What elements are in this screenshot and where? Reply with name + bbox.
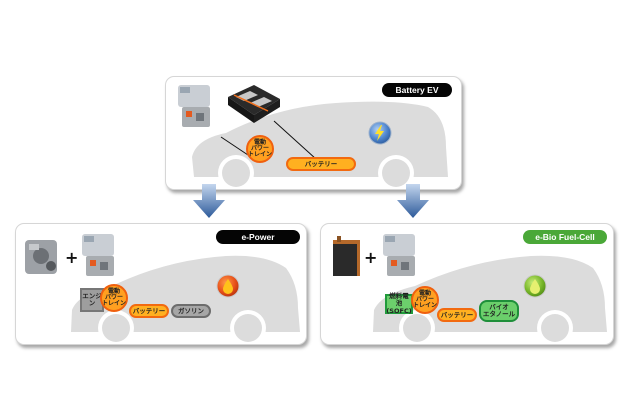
e-bio-fuel-cell-panel: + e-Bio Fuel-Cell 燃料電池 (SOFC) 電動 パワー トレイ… — [320, 223, 614, 345]
electric-powertrain-image — [82, 234, 114, 276]
car-silhouette — [373, 255, 607, 344]
fuel-drop-green-icon — [523, 274, 547, 298]
electric-powertrain-label: 電動 パワー トレイン — [100, 284, 128, 312]
battery-ev-badge: Battery EV — [382, 83, 452, 97]
electric-powertrain-image — [178, 85, 210, 127]
car-silhouette — [71, 255, 300, 344]
battery-label: バッテリー — [437, 308, 477, 322]
fuel-cell-stack-image — [333, 236, 360, 276]
battery-label: バッテリー — [286, 157, 356, 171]
e-power-badge: e-Power — [216, 230, 300, 244]
plus-sign: + — [65, 248, 79, 267]
plus-sign: + — [364, 248, 378, 267]
battery-pack-image — [228, 85, 280, 123]
down-arrow-right — [397, 184, 429, 218]
down-arrow-left — [193, 184, 225, 218]
engine-image — [25, 240, 57, 274]
gasoline-label: ガソリン — [171, 304, 211, 318]
battery-label: バッテリー — [129, 304, 169, 318]
e-power-panel: + e-Power エンジン 電動 パワー トレイン バッテリー ガソリン — [15, 223, 307, 345]
fuel-cell-sofc-label: 燃料電池 (SOFC) — [385, 292, 413, 315]
electric-powertrain-image — [383, 234, 415, 276]
lightning-bolt-icon — [368, 121, 392, 145]
electric-powertrain-label: 電動 パワー トレイン — [246, 135, 274, 163]
battery-ev-panel: Battery EV 電動 パワー トレイン バッテリー — [165, 76, 462, 190]
bio-ethanol-label: バイオ エタノール — [479, 300, 519, 322]
e-bio-fuel-cell-badge: e-Bio Fuel-Cell — [523, 230, 607, 244]
electric-powertrain-label: 電動 パワー トレイン — [411, 286, 439, 314]
fuel-drop-orange-icon — [216, 274, 240, 298]
